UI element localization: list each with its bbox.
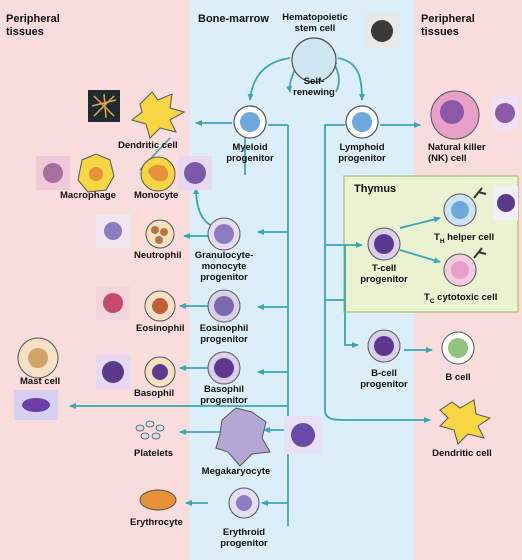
t-cell-progenitor-nucleus: [374, 234, 394, 254]
macrophage-label: Macrophage: [60, 190, 116, 201]
b-progenitor-label-2: progenitor: [360, 379, 408, 390]
megakaryocyte-icon: [215, 407, 271, 467]
erythroid-label-1: Erythroid: [223, 527, 265, 538]
t-cytotoxic-nucleus: [451, 261, 469, 279]
eosinophil-photo-cell: [103, 293, 123, 313]
platelets-label: Platelets: [134, 448, 173, 459]
gm-label-1: Granulocyte-: [195, 250, 254, 261]
t-progenitor-label-1: T-cell: [372, 263, 396, 274]
basophil-label: Basophil: [134, 388, 174, 399]
t-helper-label: TH helper cell: [434, 232, 494, 245]
right-header-line2: tissues: [421, 26, 459, 38]
monocyte-photo-cell: [184, 162, 206, 184]
eos-progenitor-label-2: progenitor: [200, 334, 248, 345]
erythrocyte-label: Erythrocyte: [130, 517, 183, 528]
lineage-arrows: [69, 57, 441, 526]
t-to-helper-arrow: [399, 216, 441, 229]
eosinophil-label: Eosinophil: [136, 323, 185, 334]
t-to-cytotoxic-arrow: [399, 249, 441, 264]
dendritic-left-label: Dendritic cell: [118, 140, 178, 151]
left-header-line1: Peripheral: [6, 13, 60, 25]
stem-to-lymphoid-arrow: [337, 57, 365, 101]
baso-progenitor-label-1: Basophil: [204, 384, 244, 395]
gm-progenitor-nucleus: [214, 224, 234, 244]
basophil-progenitor-nucleus: [214, 358, 234, 378]
mast-photo-cell: [22, 398, 50, 412]
erythrocyte-icon: [139, 489, 177, 511]
nk-label-1: Natural killer: [428, 142, 486, 153]
basophil-photo-cell: [102, 361, 124, 383]
left-peripheral-region: [0, 0, 190, 560]
erythroid-progenitor-nucleus: [236, 495, 252, 511]
dendritic-right-label: Dendritic cell: [432, 448, 492, 459]
stem-cell-icon: [291, 37, 337, 83]
stem-cell-photo-nucleus: [371, 20, 393, 42]
macrophage-photo-cell: [43, 163, 63, 183]
neutrophil-photo-cell: [104, 222, 122, 240]
gm-to-monocyte-arrow: [193, 187, 213, 227]
megakaryocyte-photo-cell: [291, 423, 315, 447]
stem-label-1: Hematopoietic: [282, 12, 347, 23]
monocyte-label: Monocyte: [134, 190, 178, 201]
lymphoid-to-dendritic-arrow: [324, 300, 431, 423]
nk-cell-nucleus: [440, 100, 464, 124]
b-cell-label: B cell: [445, 372, 470, 383]
stem-to-myeloid-arrow: [247, 57, 291, 101]
lymphoid-label-1: Lymphoid: [339, 142, 384, 153]
mast-label: Mast cell: [20, 376, 60, 387]
basophil-nucleus: [152, 364, 168, 380]
lymphoid-to-b-progenitor-arrow: [344, 300, 359, 348]
b-progenitor-label-1: B-cell: [371, 368, 397, 379]
cells: [17, 37, 492, 519]
erythroid-label-2: progenitor: [220, 538, 268, 549]
mast-cell-nucleus: [28, 348, 48, 368]
cell-labels: Hematopoietic stem cell Self- renewing M…: [20, 12, 497, 549]
lymphoid-label-2: progenitor: [338, 153, 386, 164]
self-renewing-label-2: renewing: [293, 87, 335, 98]
eos-progenitor-label-1: Eosinophil: [200, 323, 249, 334]
t-cytotoxic-label: TC cytotoxic cell: [424, 292, 497, 305]
platelets-icon: [135, 420, 165, 440]
dendritic-photo-arms: [91, 93, 117, 119]
lymphoid-progenitor-nucleus: [352, 112, 372, 132]
myeloid-label-1: Myeloid: [232, 142, 268, 153]
left-header-line2: tissues: [6, 26, 44, 38]
bone-marrow-header: Bone-marrow: [198, 13, 269, 25]
t-progenitor-label-2: progenitor: [360, 274, 408, 285]
macrophage-nucleus: [89, 167, 103, 181]
b-cell-progenitor-nucleus: [374, 336, 394, 356]
t-helper-photo-cell: [497, 194, 515, 212]
nk-label-2: (NK) cell: [428, 153, 467, 164]
lymphoid-bracket: [324, 124, 345, 301]
t-cytotoxic-receptor-icon: [473, 247, 487, 259]
self-renewing-label-1: Self-: [304, 76, 325, 87]
t-helper-receptor-icon: [473, 187, 487, 199]
myeloid-label-2: progenitor: [226, 153, 274, 164]
dendritic-cell-right-icon: [439, 399, 492, 445]
eosinophil-nucleus: [152, 298, 168, 314]
megakaryocyte-label: Megakaryocyte: [202, 466, 271, 477]
gm-label-2: monocyte: [202, 261, 247, 272]
nk-photo-cell: [495, 103, 515, 123]
myeloid-progenitor-nucleus: [240, 112, 260, 132]
right-header-line1: Peripheral: [421, 13, 475, 25]
dendritic-cell-left-icon: [130, 91, 186, 139]
monocyte-nucleus: [148, 164, 168, 182]
neutrophil-label: Neutrophil: [134, 250, 182, 261]
t-helper-nucleus: [451, 201, 469, 219]
gm-label-3: progenitor: [200, 272, 248, 283]
thymus-label: Thymus: [354, 183, 396, 195]
eosinophil-progenitor-nucleus: [214, 296, 234, 316]
b-cell-nucleus: [448, 338, 468, 358]
baso-progenitor-label-2: progenitor: [200, 395, 248, 406]
stem-label-2: stem cell: [295, 23, 336, 34]
micrograph-thumbnails: [14, 14, 518, 454]
